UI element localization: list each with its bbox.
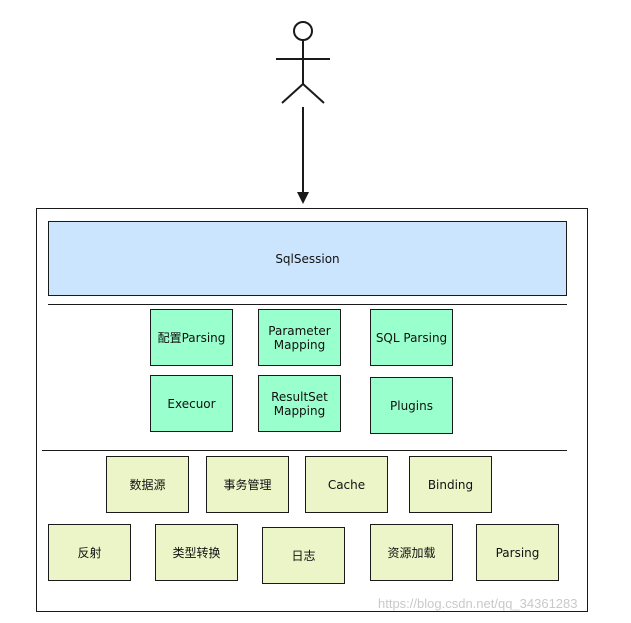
sqlsession-label: SqlSession — [275, 251, 340, 266]
base-box-cache: Cache — [305, 456, 388, 513]
base-box-type-conversion: 类型转换 — [155, 524, 238, 581]
core-box-config-parsing: 配置Parsing — [150, 309, 233, 366]
core-box-label: Execuor — [167, 396, 216, 411]
watermark-text: https://blog.csdn.net/qq_34361283 — [378, 596, 578, 611]
base-box-label: 事务管理 — [223, 477, 272, 492]
base-box-label: 日志 — [291, 548, 316, 563]
actor-left-leg — [281, 83, 304, 104]
core-box-label: Parameter Mapping — [268, 323, 331, 352]
base-box-resource-loading: 资源加载 — [370, 524, 453, 581]
base-box-label: 数据源 — [129, 477, 166, 492]
base-box-transaction: 事务管理 — [206, 456, 289, 513]
core-box-plugins: Plugins — [370, 377, 453, 434]
base-box-label: 类型转换 — [172, 545, 221, 560]
base-box-label: Cache — [327, 477, 366, 492]
actor-right-leg — [302, 83, 325, 104]
base-box-logging: 日志 — [262, 527, 345, 584]
base-box-parsing: Parsing — [476, 524, 559, 581]
base-box-datasource: 数据源 — [106, 456, 189, 513]
core-box-label: SQL Parsing — [375, 330, 448, 345]
core-box-sql-parsing: SQL Parsing — [370, 309, 453, 366]
core-box-parameter-mapping: Parameter Mapping — [258, 309, 341, 366]
request-arrow-head-icon — [297, 192, 309, 204]
framework-container — [36, 208, 588, 612]
actor-head — [293, 21, 313, 41]
actor-stick-figure-icon — [276, 21, 330, 204]
base-box-label: 资源加载 — [387, 545, 436, 560]
base-box-label: 反射 — [77, 545, 102, 560]
base-box-reflection: 反射 — [48, 524, 131, 581]
layer-separator-top — [48, 304, 567, 305]
core-box-label: 配置Parsing — [157, 330, 226, 345]
core-box-resultset-mapping: ResultSet Mapping — [258, 375, 341, 432]
sqlsession-box: SqlSession — [48, 221, 567, 296]
base-box-label: Binding — [427, 477, 474, 492]
core-box-label: ResultSet Mapping — [271, 389, 328, 418]
layer-separator-bottom — [42, 450, 567, 451]
core-box-executor: Execuor — [150, 375, 233, 432]
base-box-binding: Binding — [409, 456, 492, 513]
core-box-label: Plugins — [390, 398, 433, 413]
base-box-label: Parsing — [495, 545, 540, 560]
